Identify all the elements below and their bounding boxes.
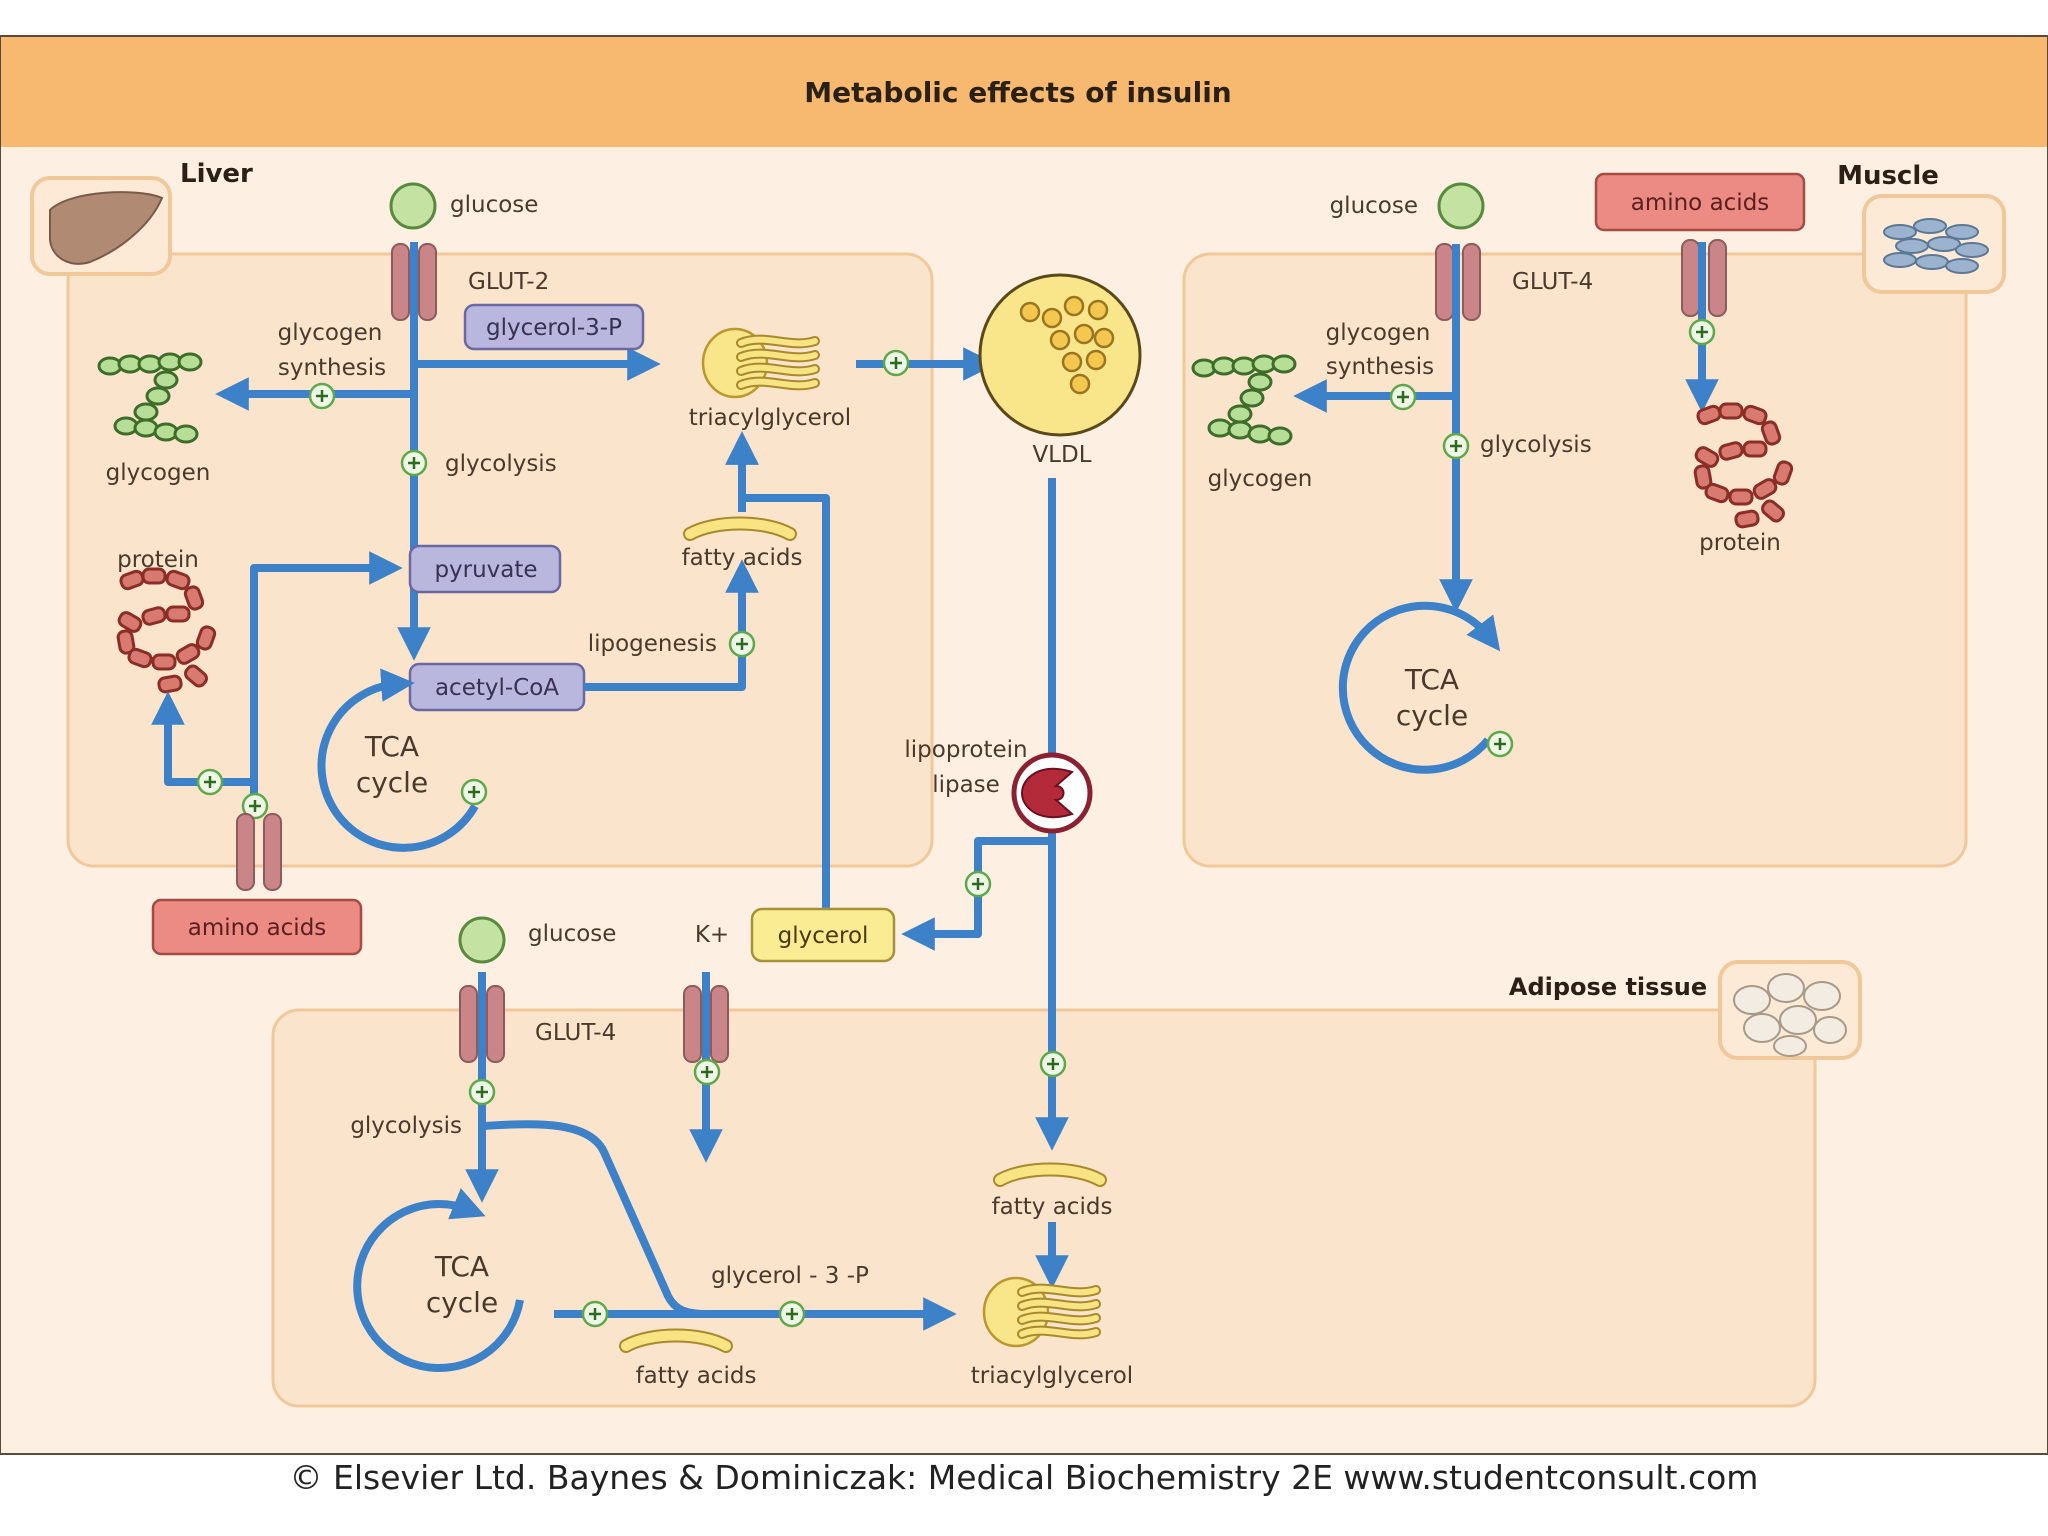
liver-glucose-molecule <box>389 182 437 230</box>
muscle-glycolysis-plus <box>1442 432 1470 460</box>
header-band <box>1 37 2047 147</box>
adipose-glycolysis-label: glycolysis <box>350 1113 462 1139</box>
adipose-label: Adipose tissue <box>1509 973 1707 1001</box>
liver-pyruvate-label: pyruvate <box>434 557 537 583</box>
liver-fatty-acids-label: fatty acids <box>682 545 803 571</box>
liver-protein-label: protein <box>117 547 199 573</box>
adipose-glycerol-box <box>750 907 896 963</box>
muscle-tca-label-1: TCA <box>1404 663 1459 696</box>
muscle-panel <box>1182 252 1968 868</box>
adipose-esterification-plus <box>778 1300 806 1328</box>
muscle-glut4-label: GLUT-4 <box>1512 269 1593 295</box>
adipose-potassium-label: K+ <box>695 922 729 948</box>
liver-tca-cycle-arrow <box>317 668 479 852</box>
muscle-glycogen-synthesis-plus <box>1389 383 1417 411</box>
muscle-amino-acids-label: amino acids <box>1631 190 1770 216</box>
diagram-title: Metabolic effects of insulin <box>804 76 1231 109</box>
muscle-glucose-label: glucose <box>1330 193 1418 219</box>
liver-glycerol3p-label: glycerol-3-P <box>486 315 622 341</box>
adipose-fatty-acids-right-label: fatty acids <box>992 1194 1113 1220</box>
muscle-tca-label-2: cycle <box>1396 699 1468 732</box>
muscle-tca-cycle-arrow <box>1338 601 1501 774</box>
liver-label: Liver <box>180 159 253 189</box>
adipose-glycolysis-plus <box>468 1078 496 1106</box>
muscle-glucose-molecule <box>1437 182 1485 230</box>
muscle-tca-plus <box>1486 730 1514 758</box>
adipose-tissue-icon <box>1718 960 1862 1060</box>
vldl-label: VLDL <box>1032 442 1091 468</box>
liver-tca-label-1: TCA <box>364 730 419 763</box>
muscle-glycogen-synthesis-label-2: synthesis <box>1326 354 1434 380</box>
liver-lipogenesis-arrow <box>584 559 759 691</box>
liver-protein-synthesis-plus <box>196 768 224 796</box>
liver-glycogen-synthesis-label-2: synthesis <box>278 355 386 381</box>
liver-glycogen-synthesis-label-1: glycogen <box>278 320 383 346</box>
liver-tca-plus <box>460 778 488 806</box>
muscle-protein-label: protein <box>1699 530 1781 556</box>
liver-aa-to-protein-arrow <box>151 691 254 786</box>
liver-amino-acids-box <box>151 898 363 956</box>
muscle-amino-acids-box <box>1594 172 1806 232</box>
liver-glycogen-label: glycogen <box>106 460 211 486</box>
liver-aa-to-pyruvate-arrow <box>250 551 403 810</box>
lipoprotein-lipase-enzyme <box>1011 752 1093 834</box>
adipose-tca-label-1: TCA <box>434 1250 489 1283</box>
vldl-particle <box>978 273 1142 437</box>
adipose-potassium-plus <box>693 1058 721 1086</box>
adipose-tca-label-2: cycle <box>426 1286 498 1319</box>
adipose-glut4-label: GLUT-4 <box>535 1020 616 1046</box>
liver-acetyl-coa-label: acetyl-CoA <box>435 675 559 701</box>
muscle-glycogen-label: glycogen <box>1208 466 1313 492</box>
vldl-secretion-plus <box>882 349 910 377</box>
liver-pyruvate-box <box>408 544 562 594</box>
liver-glucose-label: glucose <box>450 192 538 218</box>
muscle-tissue-icon <box>1862 194 2006 294</box>
adipose-glycerol3p-label: glycerol - 3 -P <box>711 1263 869 1289</box>
adipose-glucose-molecule <box>458 916 506 964</box>
glycerol-to-liver-arrow <box>725 431 830 912</box>
liver-glycolysis-plus <box>400 449 428 477</box>
lipase-glycerol-plus <box>964 870 992 898</box>
adipose-triacylglycerol-label: triacylglycerol <box>971 1363 1133 1389</box>
liver-glycogen-synthesis-plus <box>308 382 336 410</box>
liver-glycolysis-label: glycolysis <box>445 451 557 477</box>
liver-tca-label-2: cycle <box>356 766 428 799</box>
adipose-tca-cycle-arrow <box>353 1188 524 1372</box>
liver-triacylglycerol-label: triacylglycerol <box>689 405 851 431</box>
adipose-glycerol-label: glycerol <box>778 923 869 949</box>
adipose-fa-synthesis-plus <box>581 1300 609 1328</box>
liver-lipogenesis-plus <box>728 630 756 658</box>
muscle-protein-synthesis-plus <box>1688 318 1716 346</box>
liver-organ-icon <box>30 176 172 276</box>
lipoprotein-lipase-label-1: lipoprotein <box>904 737 1027 763</box>
muscle-glycolysis-label: glycolysis <box>1480 432 1592 458</box>
adipose-panel <box>271 1008 1817 1408</box>
adipose-glucose-label: glucose <box>528 921 616 947</box>
liver-lipogenesis-label: lipogenesis <box>588 631 717 657</box>
lipase-fatty-acid-plus <box>1039 1050 1067 1078</box>
adipose-fatty-acids-left-label: fatty acids <box>636 1363 757 1389</box>
liver-glut2-label: GLUT-2 <box>468 269 549 295</box>
lipoprotein-lipase-label-2: lipase <box>932 772 1000 798</box>
muscle-glycogen-synthesis-label-1: glycogen <box>1326 320 1431 346</box>
liver-amino-acids-label: amino acids <box>188 915 327 941</box>
copyright-footer: © Elsevier Ltd. Baynes & Dominiczak: Med… <box>289 1458 1759 1497</box>
liver-glycerol3p-box <box>463 303 645 351</box>
muscle-label: Muscle <box>1837 161 1939 191</box>
